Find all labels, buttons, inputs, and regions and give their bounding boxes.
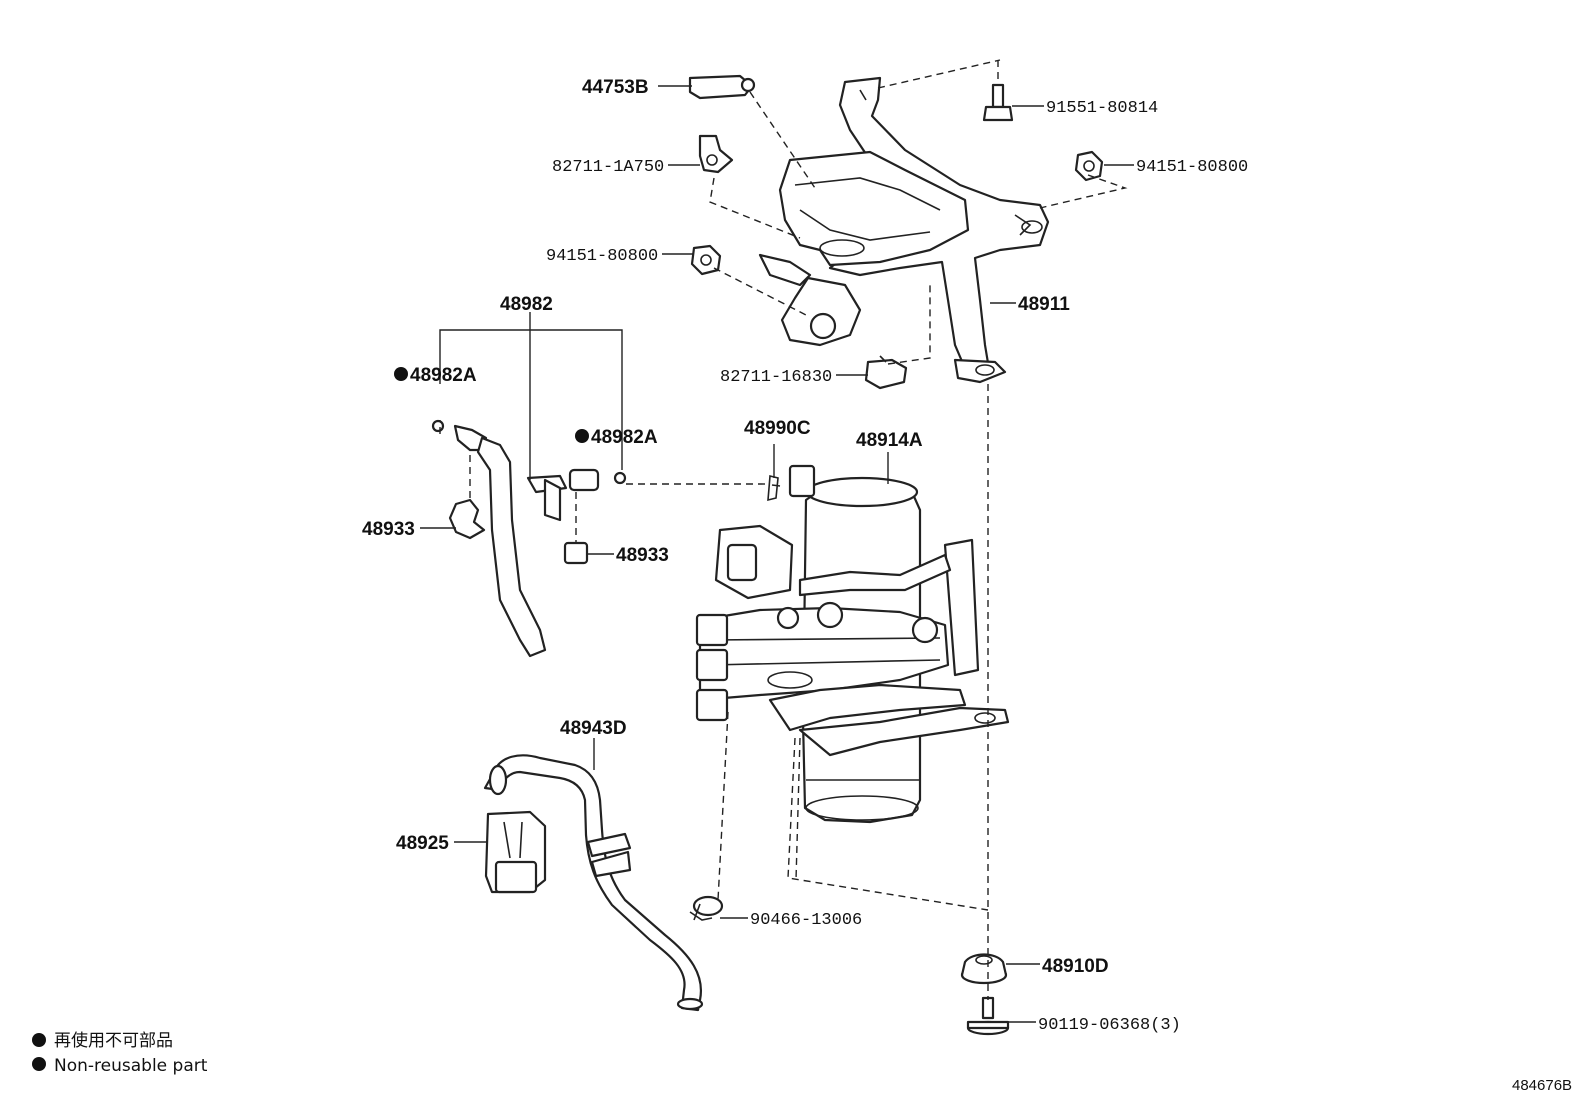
label-82711-16830: 82711-16830 (720, 368, 832, 387)
label-48925: 48925 (396, 833, 449, 854)
legend-bullet-jp (32, 1033, 46, 1047)
label-94151-80800-right: 94151-80800 (1136, 158, 1248, 177)
label-91551-80814: 91551-80814 (1046, 99, 1158, 118)
assembly-lines (439, 59, 1128, 1000)
label-44753B: 44753B (582, 77, 649, 98)
grommet-48910D (960, 953, 1008, 985)
legend-japanese: 再使用不可部品 (54, 1030, 173, 1051)
sensor-48982-left-end (431, 419, 547, 658)
legend-bullet-en (32, 1057, 46, 1071)
clamp-48990C (767, 474, 781, 502)
clip-48933-left (448, 498, 486, 540)
bolt-91551-80814 (982, 60, 1014, 122)
part-labels: 44753B 91551-80814 82711-1A750 94151-808… (362, 77, 1248, 1035)
label-48933-left: 48933 (362, 519, 415, 540)
label-90466-13006: 90466-13006 (750, 911, 862, 930)
bracket-48911 (758, 76, 1050, 384)
nut-94151-80800-right (1074, 150, 1104, 182)
label-48914A: 48914A (856, 430, 923, 451)
sensor-48982-right-end (526, 468, 627, 522)
label-48982A-left: 48982A (410, 365, 477, 386)
label-48990C: 48990C (744, 418, 811, 439)
bolt-90119-06368 (966, 996, 1010, 1036)
label-48933-right: 48933 (616, 545, 669, 566)
non-reusable-marker-right (575, 429, 589, 443)
diagram-reference-number: 484676B (1512, 1077, 1572, 1094)
label-48982A-right: 48982A (591, 427, 658, 448)
nut-94151-80800-left (690, 244, 722, 276)
clamp-44753B (688, 74, 756, 100)
label-48982: 48982 (500, 294, 553, 315)
clamp-90466-13006 (689, 895, 724, 921)
label-94151-80800-left: 94151-80800 (546, 247, 658, 266)
clip-82711-16830 (864, 355, 908, 390)
label-90119-06368: 90119-06368(3) (1038, 1016, 1181, 1035)
non-reusable-marker-left (394, 367, 408, 381)
hose-48943D (483, 754, 704, 1012)
clip-82711-1A750 (698, 134, 734, 174)
pump-48914A (695, 464, 1010, 824)
legend-english: Non-reusable part (54, 1056, 208, 1076)
leader-lines (420, 85, 1134, 1023)
label-82711-1A750: 82711-1A750 (552, 158, 664, 177)
clip-48933-right (563, 541, 589, 565)
label-48943D: 48943D (560, 718, 627, 739)
connector-48925 (484, 810, 547, 894)
label-48910D: 48910D (1042, 956, 1109, 977)
legend: 再使用不可部品 Non-reusable part (32, 1030, 208, 1076)
label-48911: 48911 (1018, 294, 1070, 315)
